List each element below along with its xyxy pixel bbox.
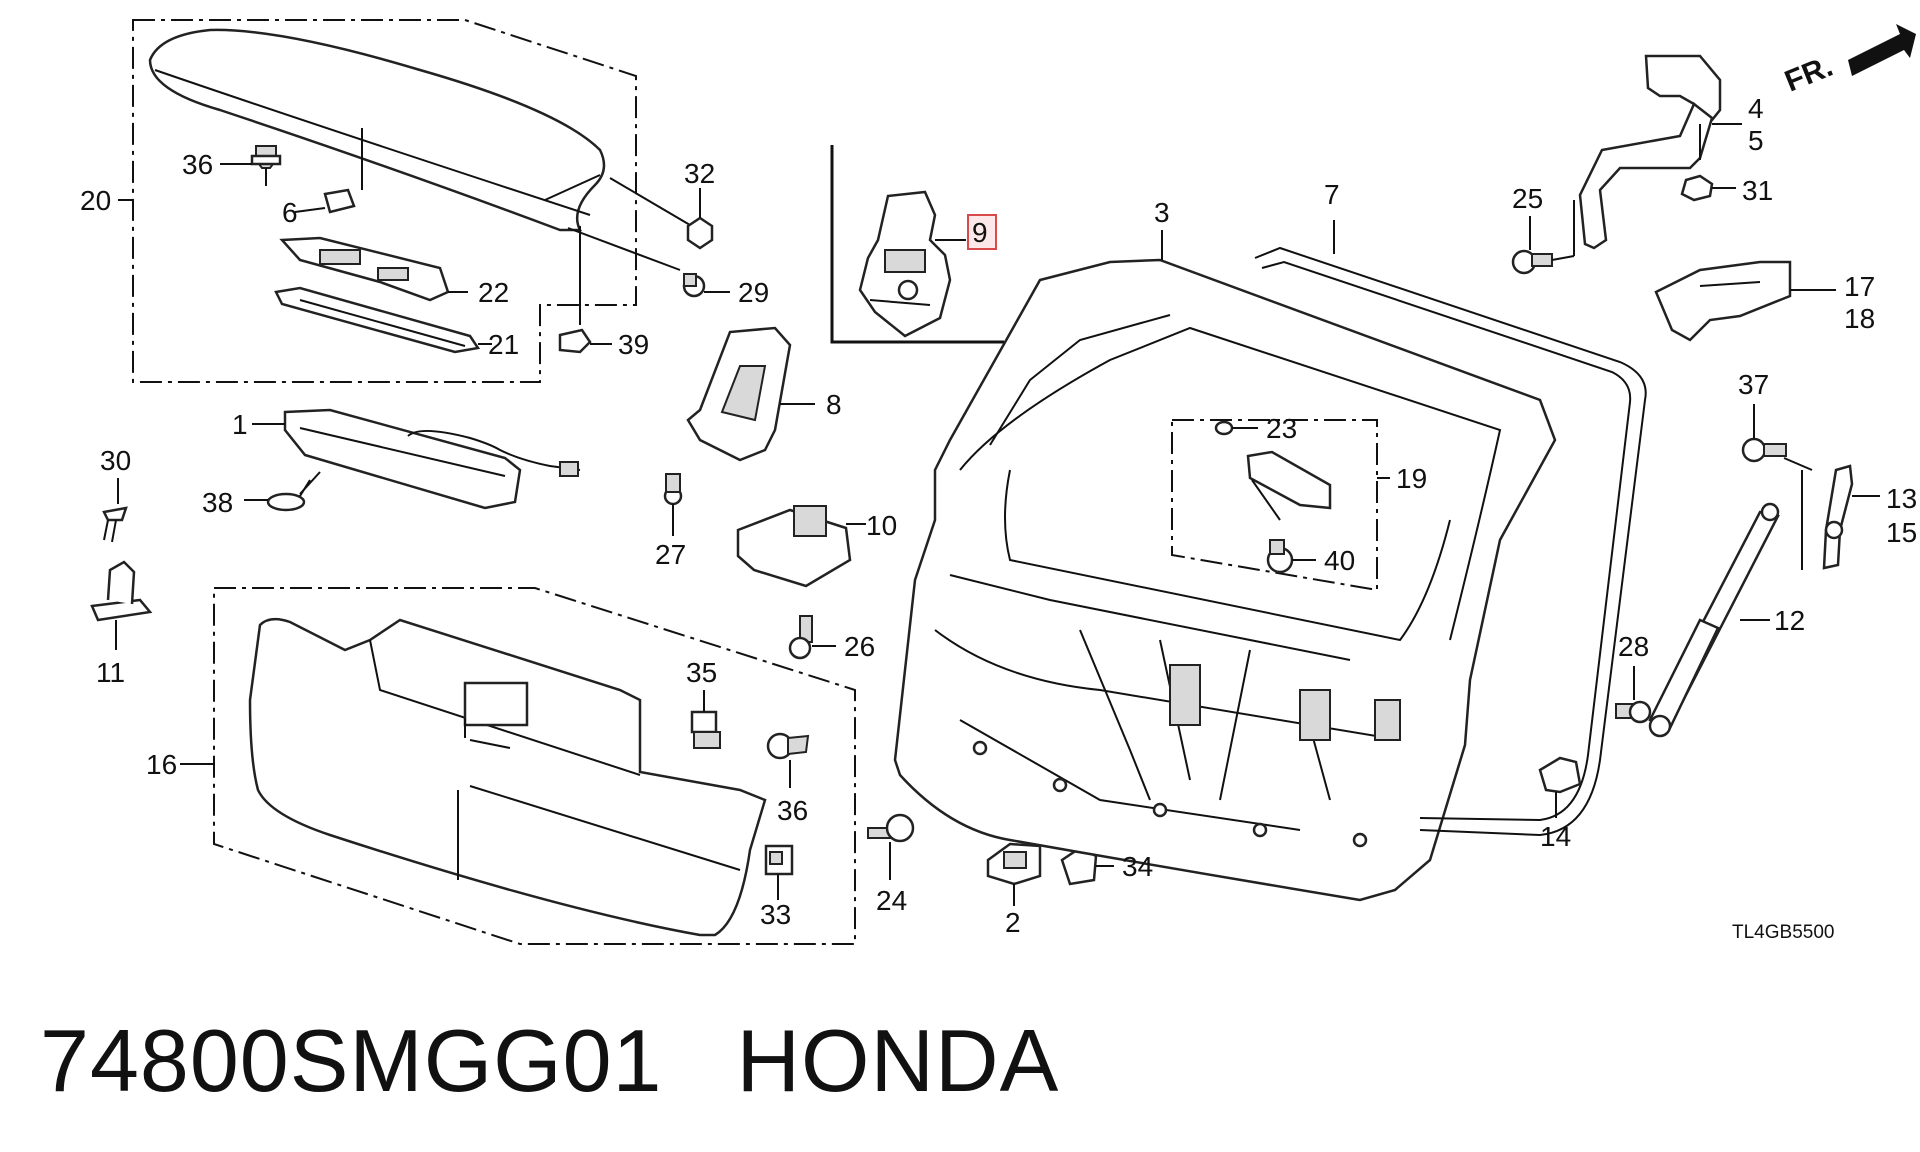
bracket-22 [279, 236, 468, 302]
front-direction-arrow: FR. [1780, 24, 1916, 98]
bumper-14 [1538, 756, 1582, 818]
callout-36-lower: 36 [777, 795, 808, 826]
callout-36-top: 36 [182, 149, 213, 180]
bolt-25 [1511, 200, 1575, 275]
callout-40: 40 [1324, 545, 1355, 576]
tailgate-3 [893, 230, 1557, 902]
clip-11 [90, 560, 153, 650]
hinge-4-5 [1578, 54, 1742, 250]
callout-35: 35 [686, 657, 717, 688]
callout-31: 31 [1742, 175, 1773, 206]
callout-5: 5 [1748, 125, 1764, 156]
callout-9: 9 [972, 217, 988, 248]
brand-name: HONDA [736, 1011, 1060, 1110]
callout-7: 7 [1324, 179, 1340, 210]
callout-28: 28 [1618, 631, 1649, 662]
callout-2: 2 [1005, 907, 1021, 938]
callout-13: 13 [1886, 483, 1917, 514]
bolt-37 [1741, 404, 1813, 471]
callout-21: 21 [488, 329, 519, 360]
rear-spoiler [148, 28, 606, 232]
callout-34: 34 [1122, 851, 1153, 882]
highlight-9 [967, 214, 997, 250]
nut-32 [686, 188, 714, 250]
bumper-stop-2 [986, 842, 1042, 906]
screw-38 [244, 479, 311, 512]
callout-26: 26 [844, 631, 875, 662]
diagram-code: TL4GB5500 [1732, 922, 1834, 943]
callout-25: 25 [1512, 183, 1543, 214]
clip-36-lower [766, 732, 810, 788]
callout-17: 17 [1844, 271, 1875, 302]
callout-14: 14 [1540, 821, 1571, 852]
garnish-group-box [180, 587, 856, 945]
direction-label: FR. [1780, 50, 1837, 99]
callout-12: 12 [1774, 605, 1805, 636]
gas-strut-12 [1648, 502, 1780, 738]
bracket-19 [1246, 450, 1332, 521]
screw-30 [102, 478, 128, 543]
callout-labels: 20 36 6 22 21 32 29 39 9 8 27 10 26 1 38… [80, 93, 1917, 938]
callout-1: 1 [232, 409, 248, 440]
clip-33 [764, 844, 794, 900]
bracket-group-box-19 [1171, 419, 1390, 592]
tailgate-garnish-16 [248, 617, 767, 937]
clip-36-top [220, 145, 282, 186]
callout-37: 37 [1738, 369, 1769, 400]
spoiler-group-box [118, 19, 637, 383]
callout-4: 4 [1748, 93, 1764, 124]
bracket-13-15 [1801, 464, 1880, 570]
callout-10: 10 [866, 510, 897, 541]
bolt-26 [788, 615, 836, 660]
nut-39 [558, 328, 612, 354]
callout-8: 8 [826, 389, 842, 420]
bolt-24 [867, 813, 915, 880]
part-number-caption: 74800SMGG01 HONDA [40, 1010, 1133, 1112]
callout-6: 6 [282, 197, 298, 228]
part-number: 74800SMGG01 [40, 1011, 663, 1110]
callout-27: 27 [655, 539, 686, 570]
cover-17-18 [1654, 260, 1836, 342]
callout-16: 16 [146, 749, 177, 780]
clip-35 [690, 690, 721, 749]
latch-9 [858, 190, 966, 338]
lock-10 [736, 505, 866, 588]
callout-19: 19 [1396, 463, 1427, 494]
callout-32: 32 [684, 158, 715, 189]
callout-30: 30 [100, 445, 131, 476]
latch-inset-frame [830, 145, 1004, 344]
callout-38: 38 [202, 487, 233, 518]
bolt-27 [663, 473, 683, 536]
nut-31 [1680, 174, 1736, 202]
callout-39: 39 [618, 329, 649, 360]
handle-8 [686, 326, 815, 462]
callout-11: 11 [96, 657, 125, 688]
callout-15: 15 [1886, 517, 1917, 548]
callout-24: 24 [876, 885, 907, 916]
nut-23 [1214, 420, 1258, 436]
high-mount-lamp-1 [252, 408, 581, 510]
callout-33: 33 [760, 899, 791, 930]
callout-20: 20 [80, 185, 111, 216]
callout-22: 22 [478, 277, 509, 308]
callout-23: 23 [1266, 413, 1297, 444]
bolt-29 [682, 273, 730, 298]
callout-18: 18 [1844, 303, 1875, 334]
clip-6 [294, 188, 356, 214]
callout-3: 3 [1154, 197, 1170, 228]
callout-29: 29 [738, 277, 769, 308]
lamp-bar-21 [274, 286, 492, 354]
bolt-28 [1615, 666, 1652, 724]
bolt-40 [1266, 539, 1316, 574]
